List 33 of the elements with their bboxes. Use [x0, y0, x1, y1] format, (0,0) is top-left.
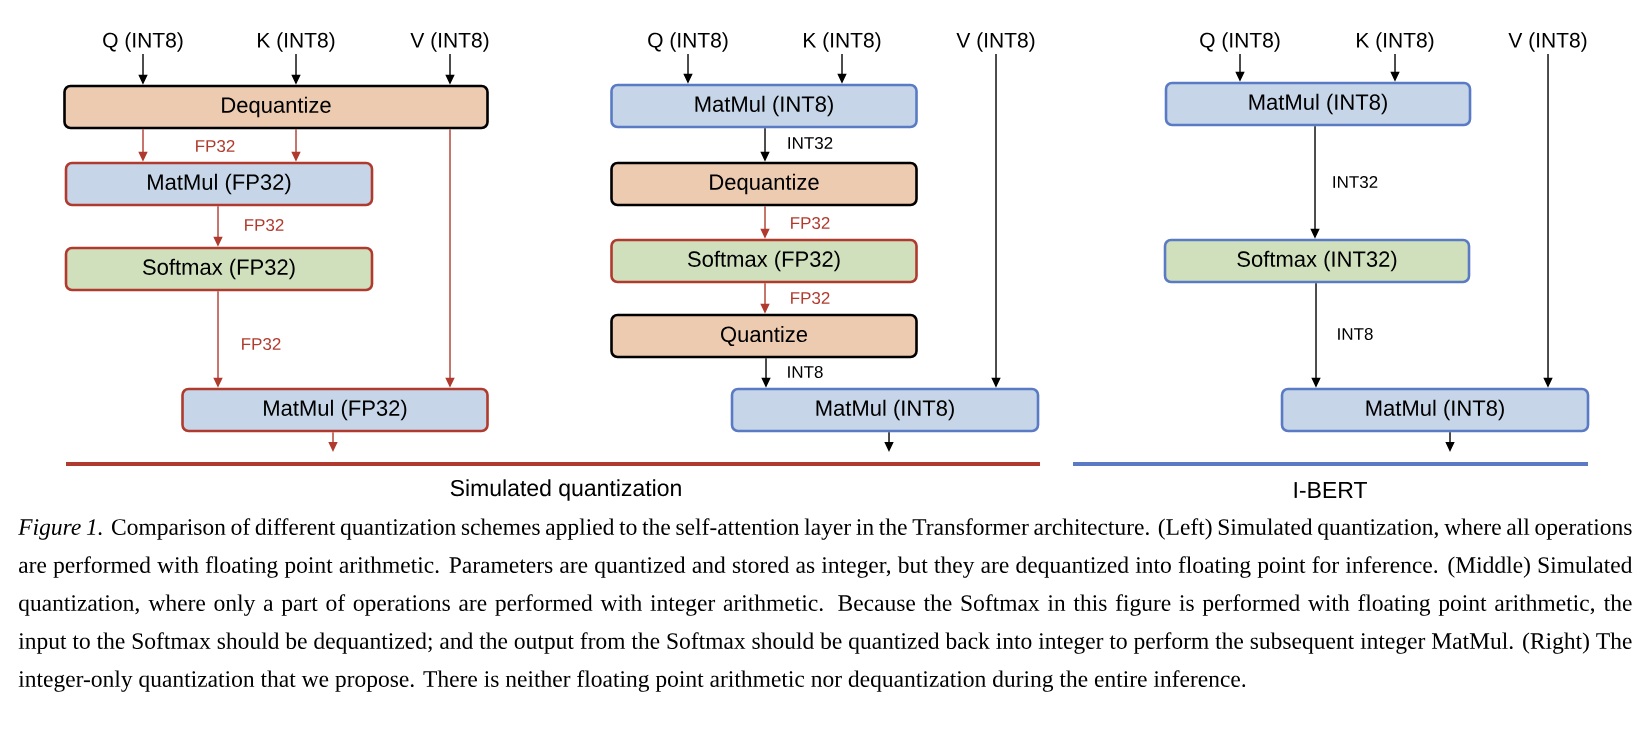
edge-label: INT8 — [785, 365, 825, 379]
process-box: MatMul (FP32) — [64, 161, 374, 207]
process-box: Dequantize — [63, 84, 489, 130]
input-label: K (INT8) — [1357, 32, 1434, 52]
input-label: Q (INT8) — [648, 32, 728, 52]
edge-label: INT32 — [1330, 175, 1380, 189]
edge-label: FP32 — [193, 139, 237, 153]
input-label: V (INT8) — [410, 32, 489, 52]
process-box: Dequantize — [610, 161, 918, 207]
process-box: Quantize — [610, 313, 918, 359]
process-box: MatMul (INT8) — [730, 387, 1040, 433]
edge-label: FP32 — [239, 337, 283, 351]
process-box: MatMul (INT8) — [1164, 81, 1472, 127]
edge-label: INT8 — [1335, 327, 1375, 342]
input-label: K (INT8) — [258, 32, 335, 52]
input-label: V (INT8) — [1508, 32, 1587, 52]
caption: Figure 1. Comparison of different quantization schemes applied to the self-attention layer in the Transformer architecture. (Left) Simulated quantization, where all operations are performed with floating point arithmetic. Parameters are quantized and stored as integer, but they are dequantized into floating point for inference. (Middle) Simulated quantization, where only a part of operations are performed with integer arithmetic. Because the Softmax in this figure is performed with floating point arithmetic, the input to the Softmax should be dequantized; and the output from the Softmax should be quantized back into integer to perform the subsequent integer MatMul. (Right) The integer-only quantization that we propose. There is neither floating point arithmetic nor dequantization during the entire inference. — [18, 518, 1633, 692]
process-box: Softmax (FP32) — [64, 246, 374, 292]
process-box: MatMul (INT8) — [1280, 387, 1590, 433]
input-label: Q (INT8) — [1200, 32, 1280, 52]
section-label: Simulated quantization — [450, 479, 681, 501]
edge-label: FP32 — [788, 216, 832, 230]
process-box: Softmax (FP32) — [610, 238, 918, 284]
input-label: V (INT8) — [956, 32, 1035, 52]
edge-label: INT32 — [785, 136, 835, 150]
process-box: MatMul (FP32) — [181, 387, 489, 433]
edge-label: FP32 — [242, 218, 286, 232]
input-label: Q (INT8) — [103, 32, 183, 52]
edge-label: FP32 — [788, 291, 832, 305]
section-label: I-BERT — [1294, 482, 1367, 498]
process-box: MatMul (INT8) — [610, 83, 918, 129]
process-box: Softmax (INT32) — [1163, 238, 1471, 284]
input-label: K (INT8) — [804, 32, 881, 52]
